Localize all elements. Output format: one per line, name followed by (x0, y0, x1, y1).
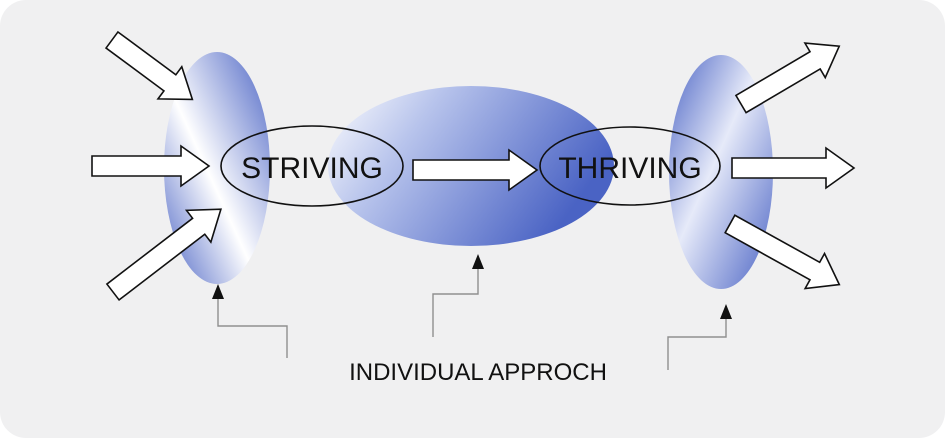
striving-label: STRIVING (241, 152, 383, 185)
output-arrows (724, 42, 856, 290)
pointer-head-middle (472, 254, 484, 269)
input-arrow-bottom (105, 208, 222, 302)
pointer-line-left (217, 298, 288, 358)
output-arrow-bottom (724, 214, 841, 290)
thriving-ellipse (539, 126, 721, 206)
pointer-line-right (667, 318, 727, 370)
pointer-head-left (212, 284, 224, 299)
input-arrow-middle (91, 144, 211, 188)
thriving-label: THRIVING (558, 152, 701, 185)
connector-arrow (412, 148, 539, 192)
input-arrows (91, 30, 222, 302)
input-arrow-top (104, 30, 194, 101)
striving-ellipse (220, 125, 404, 207)
output-arrow-middle (731, 146, 856, 190)
pointer-arrowheads (212, 254, 732, 319)
output-arrow-top (734, 42, 841, 114)
pointer-line-middle (432, 268, 479, 337)
caption-label: INDIVIDUAL APPROCH (349, 359, 607, 386)
pointer-lines (217, 268, 727, 370)
pointer-head-right (720, 304, 732, 319)
